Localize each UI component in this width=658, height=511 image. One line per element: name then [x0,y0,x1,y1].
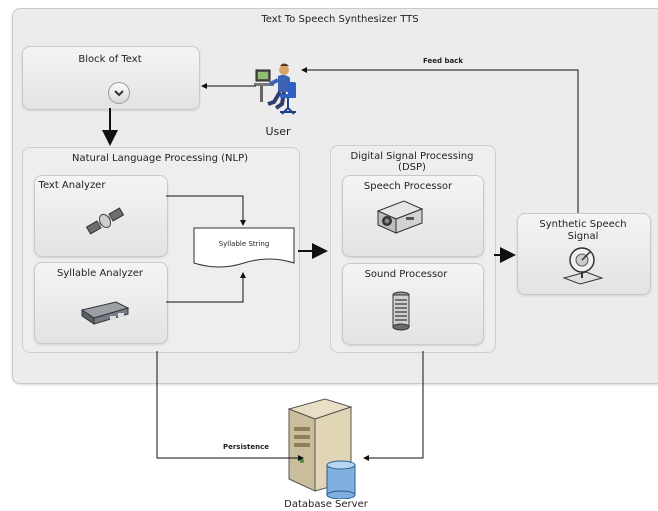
sound-processor-node[interactable] [342,263,484,345]
network-device-icon [80,300,130,326]
user-at-computer-icon [254,60,302,118]
block-of-text-label: Block of Text [78,54,142,65]
persistence-connector [156,351,304,461]
dsp-label-line2: (DSP) [398,162,426,173]
sound-processor-label: Sound Processor [364,269,448,280]
user-label: User [265,125,291,138]
synthetic-speech-label-line1: Synthetic Speech [539,219,627,230]
syllable-analyzer-label: Syllable Analyzer [57,268,143,279]
nlp-label: Natural Language Processing (NLP) [71,153,249,164]
feedback-label: Feed back [423,57,463,65]
syllable-string-label: Syllable String [218,240,270,248]
syllable-analyzer-node[interactable] [34,262,168,344]
text-analyzer-label: Text Analyzer [38,180,106,191]
speaker-icon [390,290,412,332]
projector-icon [374,197,426,237]
diagram-title: Text To Speech Synthesizer TTS [261,14,419,25]
syllable-string-document[interactable] [193,227,295,271]
speech-processor-label: Speech Processor [363,181,453,192]
syllable-analyzer-to-string-connector [166,272,246,303]
database-server-label: Database Server [284,499,368,510]
dsp-to-database-connector [363,351,424,461]
satellite-dish-icon [562,246,604,286]
text-analyzer-to-string-connector [166,195,246,226]
chevron-down-icon[interactable] [108,82,130,104]
feedback-connector [301,67,579,213]
dsp-label-line1: Digital Signal Processing [350,151,474,162]
persistence-label: Persistence [222,443,270,451]
synthetic-speech-label-line2: Signal [567,231,599,242]
satellite-icon [84,204,126,238]
database-server-icon [285,395,361,500]
